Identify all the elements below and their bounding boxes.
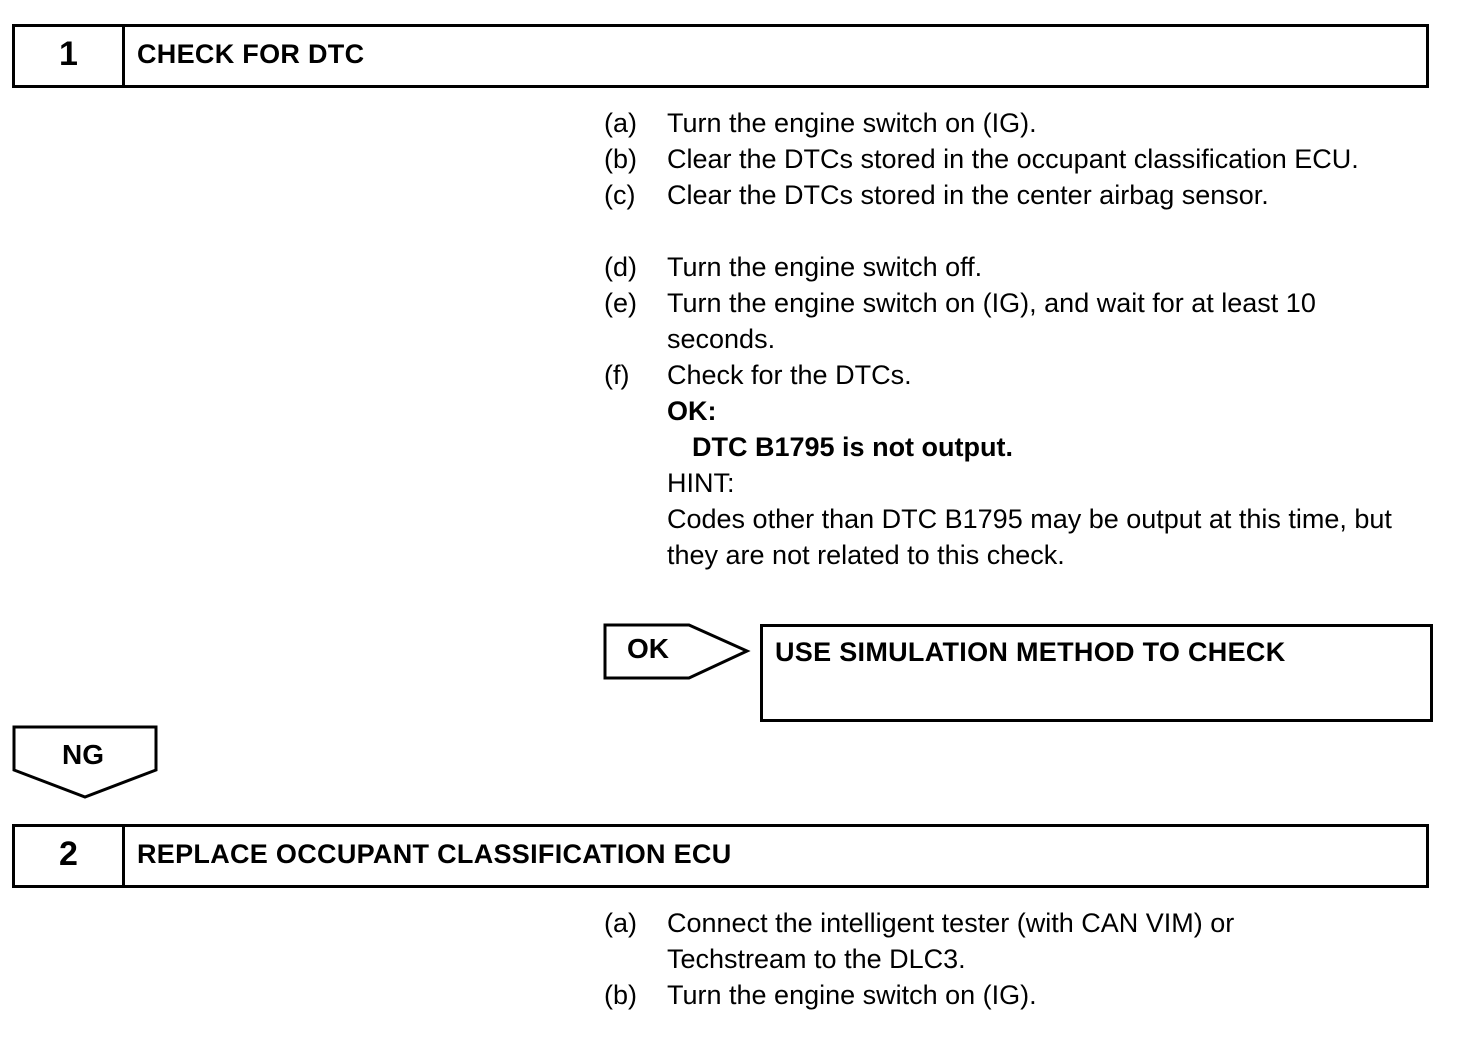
ok-result-text: USE SIMULATION METHOD TO CHECK (775, 637, 1286, 667)
ng-label: NG (62, 739, 104, 770)
instruction-item: (d) Turn the engine switch off. (604, 249, 1437, 285)
step-2-header: 2 REPLACE OCCUPANT CLASSIFICATION ECU (12, 824, 1429, 888)
step-1-instructions: (a) Turn the engine switch on (IG). (b) … (604, 105, 1437, 573)
ok-label: OK (627, 633, 669, 664)
instruction-item: (e) Turn the engine switch on (IG), and … (604, 285, 1437, 357)
hint-text: Codes other than DTC B1795 may be output… (667, 504, 1392, 570)
instruction-item: (f) Check for the DTCs. OK: DTC B1795 is… (604, 357, 1437, 573)
instruction-item: (b) Clear the DTCs stored in the occupan… (604, 141, 1437, 177)
step-title: REPLACE OCCUPANT CLASSIFICATION ECU (137, 838, 732, 869)
item-text: Turn the engine switch on (IG), and wait… (667, 288, 1316, 354)
ng-arrow-icon (12, 725, 158, 799)
instruction-item: (b) Turn the engine switch on (IG). (604, 977, 1437, 1013)
step-number: 1 (15, 27, 125, 85)
instruction-item: (a) Connect the intelligent tester (with… (604, 905, 1437, 977)
step-1-header: 1 CHECK FOR DTC (12, 24, 1429, 88)
item-label: (b) (604, 144, 637, 174)
item-label: (a) (604, 908, 637, 938)
item-text: Turn the engine switch on (IG). (667, 980, 1037, 1010)
item-label: (a) (604, 108, 637, 138)
hint-heading: HINT: (667, 468, 735, 498)
item-text: Turn the engine switch off. (667, 252, 983, 282)
step-2-instructions: (a) Connect the intelligent tester (with… (604, 905, 1437, 1013)
step-number: 2 (15, 827, 125, 885)
ok-result-box: USE SIMULATION METHOD TO CHECK (760, 624, 1433, 722)
item-label: (e) (604, 288, 637, 318)
ok-arrow-icon (603, 623, 751, 680)
item-text: Clear the DTCs stored in the center airb… (667, 180, 1269, 210)
instruction-item: (a) Turn the engine switch on (IG). (604, 105, 1437, 141)
item-text: Connect the intelligent tester (with CAN… (667, 908, 1235, 974)
instruction-item: (c) Clear the DTCs stored in the center … (604, 177, 1437, 213)
item-label: (c) (604, 180, 636, 210)
item-label: (f) (604, 360, 630, 390)
item-label: (d) (604, 252, 637, 282)
ok-condition: DTC B1795 is not output. (692, 432, 1014, 462)
item-text: Turn the engine switch on (IG). (667, 108, 1037, 138)
item-text: Clear the DTCs stored in the occupant cl… (667, 144, 1359, 174)
item-label: (b) (604, 980, 637, 1010)
ok-heading: OK: (667, 396, 717, 426)
step-title: CHECK FOR DTC (137, 38, 365, 69)
item-text: Check for the DTCs. (667, 360, 912, 390)
